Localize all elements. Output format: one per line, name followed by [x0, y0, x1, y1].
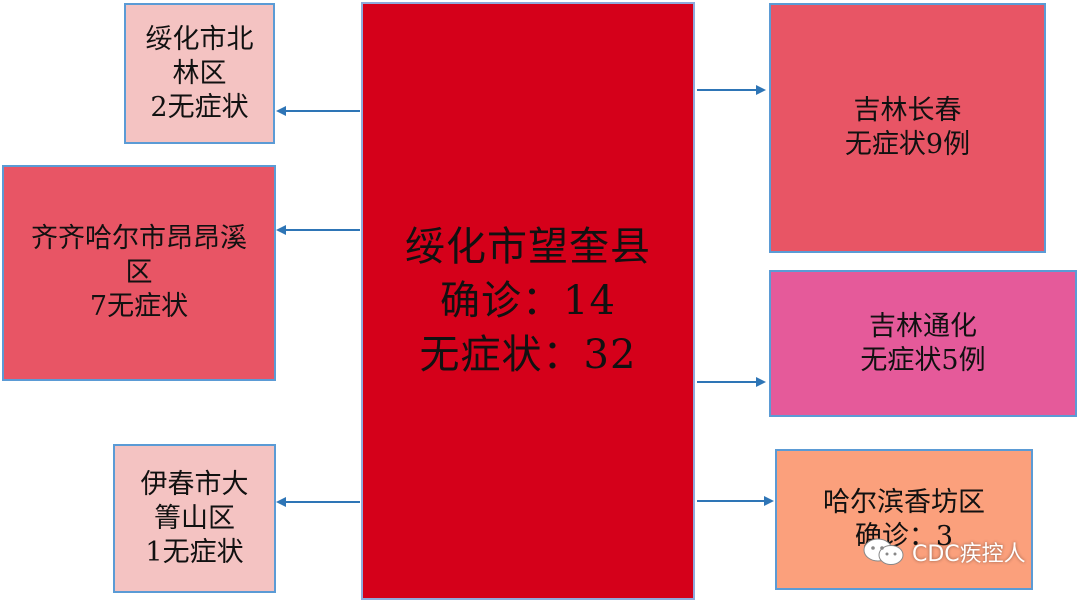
node-dajingshan-line-3: 1无症状 — [145, 536, 244, 568]
watermark: CDC疾控人 — [862, 536, 1026, 568]
node-tonghua-line-2: 无症状5例 — [860, 344, 986, 376]
node-changchun-line-1: 吉林长春 — [853, 95, 962, 126]
watermark-text: CDC疾控人 — [912, 542, 1026, 567]
node-wangkui-title: 绥化市望奎县 — [405, 224, 651, 270]
node-angangxi-line-3: 7无症状 — [89, 291, 189, 322]
node-angangxi-line-2: 区 — [125, 257, 153, 288]
wechat-icon — [863, 538, 904, 565]
node-angangxi: 齐齐哈尔市昂昂溪 区 7无症状 — [2, 165, 276, 381]
node-wangkui-confirmed: 确诊：14 — [440, 278, 616, 324]
node-tonghua: 吉林通化 无症状5例 — [769, 270, 1077, 417]
node-xiangfang: 哈尔滨香坊区 确诊：3 — [775, 449, 1033, 590]
node-dajingshan: 伊春市大 箐山区 1无症状 — [113, 444, 276, 593]
node-dajingshan-line-1: 伊春市大 — [140, 468, 249, 500]
node-beilin-line-3: 2无症状 — [150, 91, 249, 123]
node-beilin-line-1: 绥化市北 — [145, 23, 254, 55]
node-xiangfang-line-1: 哈尔滨香坊区 — [823, 486, 985, 518]
node-changchun-line-2: 无症状9例 — [844, 129, 971, 160]
node-beilin-line-2: 林区 — [172, 57, 227, 89]
node-changchun: 吉林长春 无症状9例 — [769, 3, 1046, 253]
node-beilin: 绥化市北 林区 2无症状 — [124, 3, 275, 144]
node-wangkui-asymptomatic: 无症状：32 — [419, 332, 637, 378]
node-dajingshan-line-2: 箐山区 — [154, 502, 235, 534]
node-wangkui: 绥化市望奎县 确诊：14 无症状：32 — [361, 2, 695, 600]
node-angangxi-line-1: 齐齐哈尔市昂昂溪 — [31, 223, 247, 254]
node-tonghua-line-1: 吉林通化 — [869, 310, 977, 342]
